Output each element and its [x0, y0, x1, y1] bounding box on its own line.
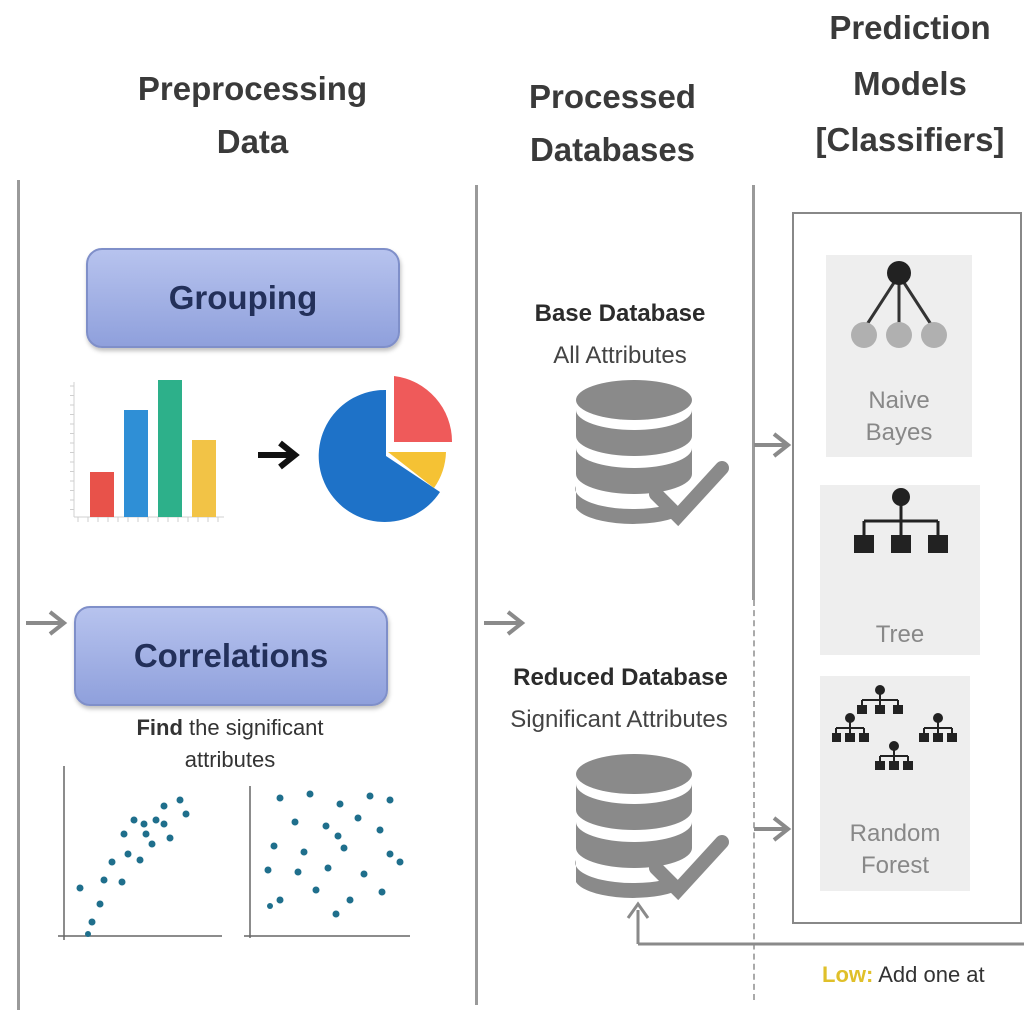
separator-right [752, 185, 755, 600]
classifier-card-random-forest: Random Forest [820, 676, 970, 891]
reduced-database-title: Reduced Database [513, 664, 728, 691]
find-rest: the significant [182, 715, 324, 740]
find-bold: Find [136, 715, 183, 740]
low-text: Add one at [873, 962, 985, 987]
bayes-network-icon [851, 261, 947, 348]
classifier-label: Random Forest [849, 820, 941, 880]
grouping-label: Grouping [168, 279, 318, 316]
arrow-black-icon [258, 440, 300, 470]
classifier-card-naive-bayes: Naive Bayes [826, 255, 972, 457]
arrow-right-icon [754, 432, 792, 458]
column-heading-processed: Processed Databases [529, 78, 696, 169]
correlations-label: Correlations [133, 637, 329, 674]
grouping-box: Grouping [86, 248, 400, 348]
correlations-description: Find the significant attributes [90, 712, 370, 776]
arrow-right-icon [484, 610, 526, 636]
find-line2: attributes [184, 746, 276, 772]
column-heading-preprocessing: Preprocessing Data [137, 70, 368, 161]
separator-left [17, 180, 20, 1010]
base-database-title: Base Database [534, 300, 706, 327]
database-check-icon [575, 380, 729, 527]
classifier-label: Tree [875, 621, 925, 648]
arrow-right-icon [26, 610, 68, 636]
separator-middle [475, 185, 478, 1005]
scatter-plot-uncorrelated-icon [244, 786, 410, 938]
separator-right-dashed [753, 600, 755, 1000]
decision-tree-icon [854, 488, 948, 553]
feedback-note: Low: Add one at [822, 962, 985, 988]
reduced-database-subtitle: Significant Attributes [510, 706, 728, 733]
low-label: Low: [822, 962, 874, 987]
classifier-label: Naive Bayes [865, 387, 933, 447]
column-heading-prediction: Prediction Models [Classifiers] [815, 9, 1005, 159]
database-check-icon [575, 754, 729, 901]
base-database-subtitle: All Attributes [553, 342, 687, 369]
arrow-right-icon [754, 816, 792, 842]
random-forest-icon [832, 685, 957, 770]
scatter-plot-correlated-icon [58, 766, 222, 940]
classifiers-frame [792, 212, 1022, 924]
correlations-box: Correlations [74, 606, 388, 706]
feedback-loop-arrow [626, 901, 1024, 946]
classifier-card-tree: Tree [820, 485, 980, 655]
bar-chart-icon [70, 380, 224, 522]
pie-chart-icon [318, 376, 453, 522]
